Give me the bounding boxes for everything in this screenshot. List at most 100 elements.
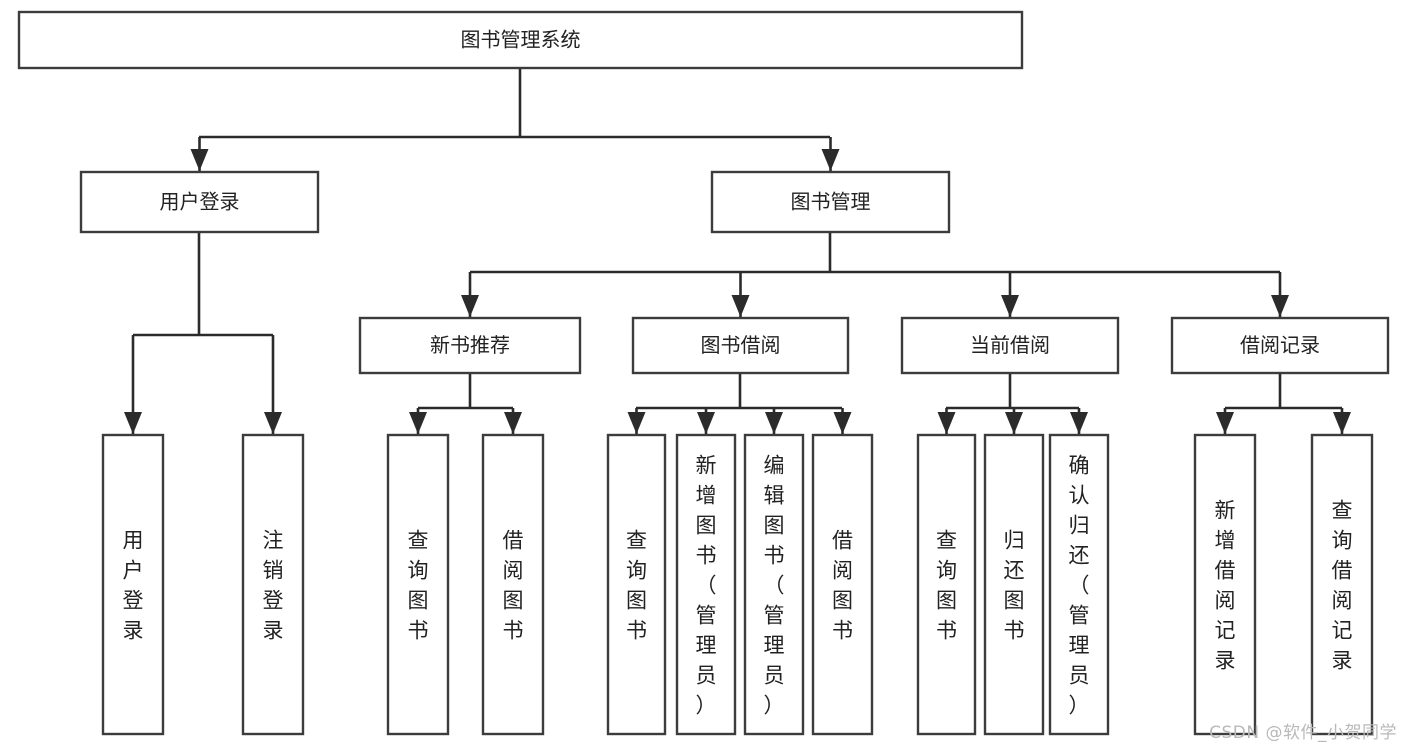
node-label: 确认归还（管理员） xyxy=(1069,454,1090,718)
arrow-head-icon xyxy=(409,412,427,434)
connector-leg xyxy=(627,408,646,434)
connector-leg xyxy=(1333,408,1351,434)
node-label: 归还图书 xyxy=(1004,529,1025,643)
node-leaf-borrow-book-1[interactable]: 借阅图书 xyxy=(481,433,545,736)
node-leaf-user-login[interactable]: 用户登录 xyxy=(101,433,165,736)
node-label: 编辑图书（管理员） xyxy=(764,454,785,718)
node-label: 查询图书 xyxy=(626,529,647,643)
node-box[interactable] xyxy=(358,316,582,375)
node-label: 借阅记录 xyxy=(1240,333,1320,357)
connector-leg xyxy=(264,335,282,434)
node-box[interactable] xyxy=(606,433,667,736)
node-label: 当前借阅 xyxy=(970,333,1050,357)
node-box[interactable] xyxy=(900,316,1120,375)
node-borrow-record[interactable]: 借阅记录 xyxy=(1170,316,1390,375)
node-label: 图书管理系统 xyxy=(461,28,581,52)
node-box[interactable] xyxy=(631,316,850,375)
connector-leg xyxy=(833,408,852,434)
node-leaf-query-record[interactable]: 查询借阅记录 xyxy=(1310,433,1374,736)
node-label: 查询借阅记录 xyxy=(1332,499,1353,673)
connectors-layer xyxy=(124,68,1351,434)
arrow-head-icon xyxy=(1216,412,1234,434)
node-leaf-query-book-3[interactable]: 查询图书 xyxy=(916,433,977,736)
node-label: 新增图书（管理员） xyxy=(696,454,717,718)
node-leaf-confirm-return[interactable]: 确认归还（管理员） xyxy=(1048,433,1110,736)
nodes-layer: 图书管理系统用户登录图书管理新书推荐图书借阅当前借阅借阅记录用户登录注销登录查询… xyxy=(17,10,1390,736)
connector-group xyxy=(636,373,842,410)
node-leaf-user-logout[interactable]: 注销登录 xyxy=(241,433,305,736)
node-book-manage[interactable]: 图书管理 xyxy=(710,170,951,234)
connector-leg xyxy=(504,408,522,434)
connector-group xyxy=(199,68,830,139)
node-box[interactable] xyxy=(101,433,165,736)
connector-group xyxy=(1225,373,1342,410)
node-new-book-rec[interactable]: 新书推荐 xyxy=(358,316,582,375)
connector-leg xyxy=(731,272,750,317)
arrow-head-icon xyxy=(461,295,479,317)
arrow-head-icon xyxy=(821,149,840,171)
node-leaf-edit-book[interactable]: 编辑图书（管理员） xyxy=(743,433,805,736)
node-label: 查询图书 xyxy=(936,529,957,643)
node-box[interactable] xyxy=(983,433,1045,736)
node-box[interactable] xyxy=(1310,433,1374,736)
node-label: 新书推荐 xyxy=(430,333,510,357)
arrow-head-icon xyxy=(1271,295,1289,317)
arrow-head-icon xyxy=(1333,412,1351,434)
arrow-head-icon xyxy=(190,149,209,171)
node-leaf-return-book[interactable]: 归还图书 xyxy=(983,433,1045,736)
connector-group xyxy=(946,373,1079,410)
node-leaf-add-record[interactable]: 新增借阅记录 xyxy=(1193,433,1257,736)
arrow-head-icon xyxy=(504,412,522,434)
node-box[interactable] xyxy=(1193,433,1257,736)
arrow-head-icon xyxy=(697,412,715,434)
arrow-head-icon xyxy=(124,412,142,434)
connector-leg xyxy=(765,408,783,434)
node-leaf-borrow-book-2[interactable]: 借阅图书 xyxy=(811,433,874,736)
node-label: 用户登录 xyxy=(160,190,240,214)
node-label: 注销登录 xyxy=(263,529,284,643)
node-box[interactable] xyxy=(17,10,1024,70)
arrow-head-icon xyxy=(264,412,282,434)
arrow-head-icon xyxy=(731,295,750,317)
node-label: 用户登录 xyxy=(123,529,144,643)
node-box[interactable] xyxy=(79,170,320,234)
arrow-head-icon xyxy=(937,412,956,434)
node-box[interactable] xyxy=(916,433,977,736)
node-label: 图书借阅 xyxy=(701,333,781,357)
connector-leg xyxy=(1001,272,1019,317)
node-label: 借阅图书 xyxy=(503,529,524,643)
node-box[interactable] xyxy=(675,433,737,736)
arrow-head-icon xyxy=(1005,412,1023,434)
node-leaf-query-book-2[interactable]: 查询图书 xyxy=(606,433,667,736)
node-leaf-add-book[interactable]: 新增图书（管理员） xyxy=(675,433,737,736)
node-box[interactable] xyxy=(710,170,951,234)
node-box[interactable] xyxy=(1048,433,1110,736)
connector-leg xyxy=(821,137,840,171)
node-user-login[interactable]: 用户登录 xyxy=(79,170,320,234)
connector-leg xyxy=(1005,408,1023,434)
node-label: 新增借阅记录 xyxy=(1215,499,1236,673)
node-label: 借阅图书 xyxy=(832,529,853,643)
node-box[interactable] xyxy=(811,433,874,736)
connector-leg xyxy=(461,272,479,317)
connector-leg xyxy=(937,408,956,434)
node-current-borrow[interactable]: 当前借阅 xyxy=(900,316,1120,375)
node-box[interactable] xyxy=(481,433,545,736)
connector-leg xyxy=(1271,272,1289,317)
node-box[interactable] xyxy=(386,433,450,736)
connector-group xyxy=(133,232,273,337)
connector-leg xyxy=(409,408,427,434)
arrow-head-icon xyxy=(627,412,646,434)
node-leaf-query-book-1[interactable]: 查询图书 xyxy=(386,433,450,736)
node-root[interactable]: 图书管理系统 xyxy=(17,10,1024,70)
connector-leg xyxy=(124,335,142,434)
connector-leg xyxy=(697,408,715,434)
node-box[interactable] xyxy=(743,433,805,736)
node-box[interactable] xyxy=(1170,316,1390,375)
arrow-head-icon xyxy=(1001,295,1019,317)
node-book-borrow[interactable]: 图书借阅 xyxy=(631,316,850,375)
node-box[interactable] xyxy=(241,433,305,736)
node-label: 图书管理 xyxy=(791,190,871,214)
